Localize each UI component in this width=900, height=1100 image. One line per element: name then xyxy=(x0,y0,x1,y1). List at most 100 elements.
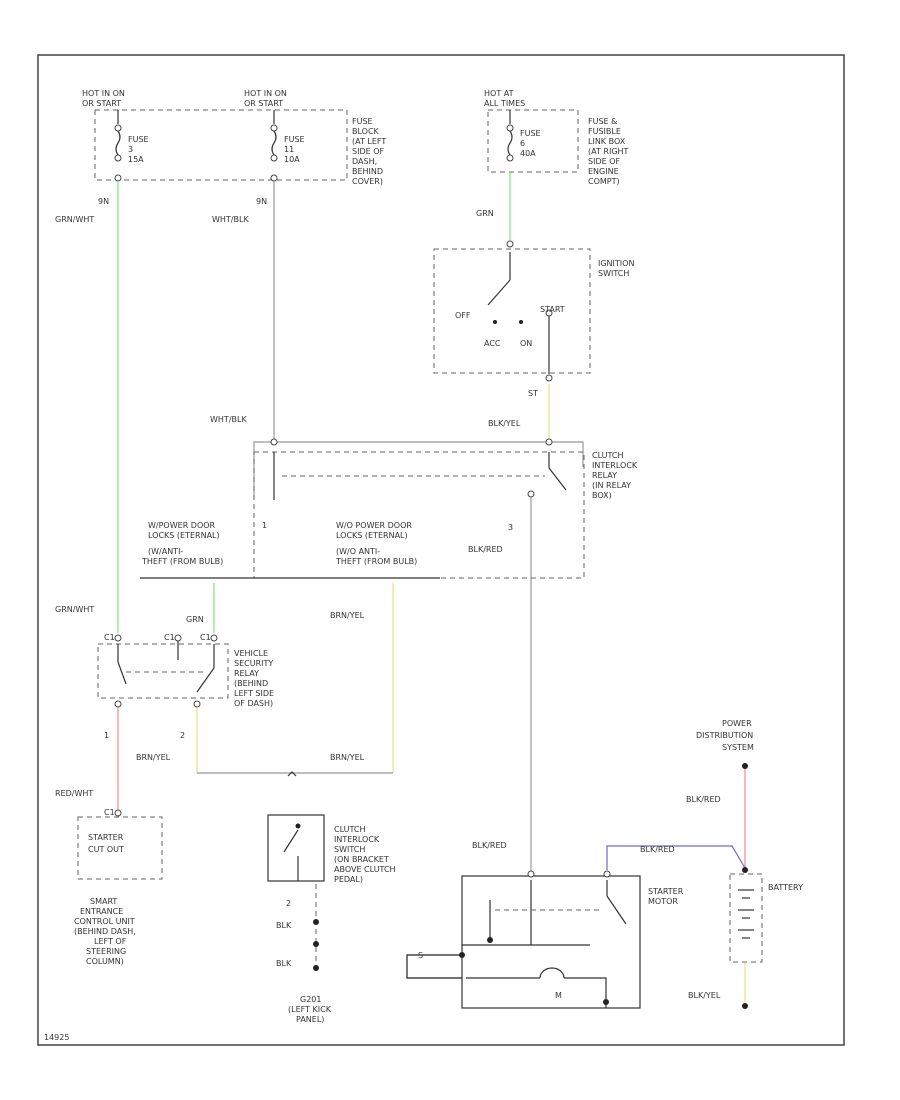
fuse-block-label-3: SIDE OF xyxy=(352,147,384,156)
starter-input-wire-label: BLK/RED xyxy=(472,841,507,850)
ignition-on-label: ON xyxy=(520,339,532,348)
clutch-switch-top-contact xyxy=(295,823,301,829)
fuse3-amp: 40A xyxy=(520,149,536,158)
security-relay-label-4: LEFT SIDE xyxy=(234,689,274,698)
fuse1-number: 3 xyxy=(128,145,133,154)
ignition-st-pin-label: ST xyxy=(528,389,538,398)
security-relay-out1 xyxy=(114,700,122,708)
branch-with-theft-1: THEFT (FROM BULB) xyxy=(141,557,223,566)
fuse-block-label-2: (AT LEFT xyxy=(352,137,386,146)
clutch-switch-splice-2 xyxy=(313,941,319,947)
fuse3-terminal-b xyxy=(506,154,514,162)
diagram-code: 14925 xyxy=(44,1033,69,1042)
clutch-switch-wire2: BLK xyxy=(276,959,292,968)
clutch-switch-label-3: (ON BRACKET xyxy=(334,855,389,864)
ignition-output-wire-label: BLK/YEL xyxy=(488,419,521,428)
branch-with-theft-0: (W/ANTI- xyxy=(148,547,183,556)
fuse2-wire-label: WHT/BLK xyxy=(212,215,249,224)
fuse3-hot-label2: ALL TIMES xyxy=(484,99,525,108)
fuse-box-label-4: SIDE OF xyxy=(588,157,620,166)
ignition-off-label: OFF xyxy=(455,311,471,320)
branch-without-theft-0: (W/O ANTI- xyxy=(336,547,380,556)
starter-motor-ground xyxy=(603,999,609,1005)
clutch-switch-pin: 2 xyxy=(286,899,291,908)
security-relay-pin-mid-label: C1 xyxy=(164,633,175,642)
security-relay-label-5: OF DASH) xyxy=(234,699,273,708)
fuse1-wire-label: GRN/WHT xyxy=(55,215,94,224)
ground-label-1: (LEFT KICK xyxy=(288,1005,332,1014)
fuse3-label: FUSE xyxy=(520,129,541,138)
ignition-input-terminal xyxy=(506,240,514,248)
security-relay-out-wire-right: BRN/YEL xyxy=(330,753,365,762)
fuse1-icon xyxy=(115,130,121,156)
fuse-block-label-0: FUSE xyxy=(352,117,373,126)
clutch-switch-label-5: PEDAL) xyxy=(334,875,363,884)
battery-outline xyxy=(729,873,763,963)
security-relay-pin-right-label: C1 xyxy=(200,633,211,642)
security-relay-out1-pin: 1 xyxy=(104,731,109,740)
starter-battery-wire-label: BLK/RED xyxy=(640,845,675,854)
starter-label-1: MOTOR xyxy=(648,897,678,906)
starter-ground-wire xyxy=(406,954,462,979)
clutch-switch-blade xyxy=(283,829,299,853)
starter-label-0: STARTER xyxy=(648,887,684,896)
ignition-switch-label-0: IGNITION xyxy=(598,259,634,268)
branch-without-locks-0: W/O POWER DOOR xyxy=(336,521,412,530)
ground-label-0: G201 xyxy=(300,995,321,1004)
security-relay-pin-left xyxy=(114,634,122,642)
security-relay-label-2: RELAY xyxy=(234,669,259,678)
starter-s-tag: S xyxy=(418,951,423,960)
interlock-relay-outline xyxy=(253,451,585,579)
battery-positive-node xyxy=(742,867,748,873)
fuse1-amp: 15A xyxy=(128,155,144,164)
fuse2-label: FUSE xyxy=(284,135,305,144)
branch-with-locks-1: LOCKS (ETERNAL) xyxy=(148,531,220,540)
interlock-relay-label-3: (IN RELAY xyxy=(592,481,631,490)
clutch-switch-splice xyxy=(313,919,319,925)
ignition-start-label: START xyxy=(540,305,565,314)
pdc-node xyxy=(742,763,748,769)
clutch-switch-outline xyxy=(267,814,325,882)
fuse1-pin xyxy=(114,174,122,182)
interlock-relay-output-terminal xyxy=(527,490,535,498)
ignition-acc-label: ACC xyxy=(484,339,501,348)
clutch-switch-label-2: SWITCH xyxy=(334,845,365,854)
fuse1-label: FUSE xyxy=(128,135,149,144)
fuse-box-label-1: FUSIBLE xyxy=(588,127,621,136)
fuse1-terminal xyxy=(114,124,122,132)
smart-entrance-label-1: ENTRANCE xyxy=(80,907,123,916)
fuse-box-label-3: (AT RIGHT xyxy=(588,147,629,156)
fuse1-pin-label: 9N xyxy=(98,197,109,206)
diagram-border xyxy=(37,54,845,1046)
starter-pull-in-node xyxy=(487,937,493,943)
ignition-st-pin xyxy=(545,374,553,382)
fuse-box-outline xyxy=(487,109,579,173)
security-relay-label-1: SECURITY xyxy=(234,659,273,668)
security-relay-green-wire-label: GRN xyxy=(186,615,204,624)
security-relay-outline xyxy=(97,643,229,699)
fuse1-hot-label2: OR START xyxy=(82,99,121,108)
fuse1-hot-label: HOT IN ON xyxy=(82,89,125,98)
battery-top-wire-label: BLK/RED xyxy=(686,795,721,804)
clutch-switch-label-1: INTERLOCK xyxy=(334,835,380,844)
fuse3-wire-label: GRN xyxy=(476,209,494,218)
fuse-block-label-6: COVER) xyxy=(352,177,383,186)
starter-cut-outline xyxy=(77,816,163,880)
security-relay-out-wire-left: BRN/YEL xyxy=(136,753,171,762)
fuse-box-label-2: LINK BOX xyxy=(588,137,626,146)
starter-cut-label-1: CUT OUT xyxy=(88,845,124,854)
interlock-relay-input-wire-label: WHT/BLK xyxy=(210,415,247,424)
fuse2-number: 11 xyxy=(284,145,294,154)
ignition-contact-on xyxy=(519,320,523,324)
starter-motor-outline xyxy=(461,875,641,1009)
interlock-relay-label-2: RELAY xyxy=(592,471,617,480)
fuse2-icon xyxy=(271,130,277,156)
fuse-block-label-4: DASH, xyxy=(352,157,377,166)
branch-with-locks-0: W/POWER DOOR xyxy=(148,521,216,530)
fuse2-terminal xyxy=(270,124,278,132)
security-relay-right-wire-label: BRN/YEL xyxy=(330,611,365,620)
ground-label-2: PANEL) xyxy=(296,1015,324,1024)
security-relay-left-blade xyxy=(117,661,127,685)
starter-cut-label-0: STARTER xyxy=(88,833,124,842)
